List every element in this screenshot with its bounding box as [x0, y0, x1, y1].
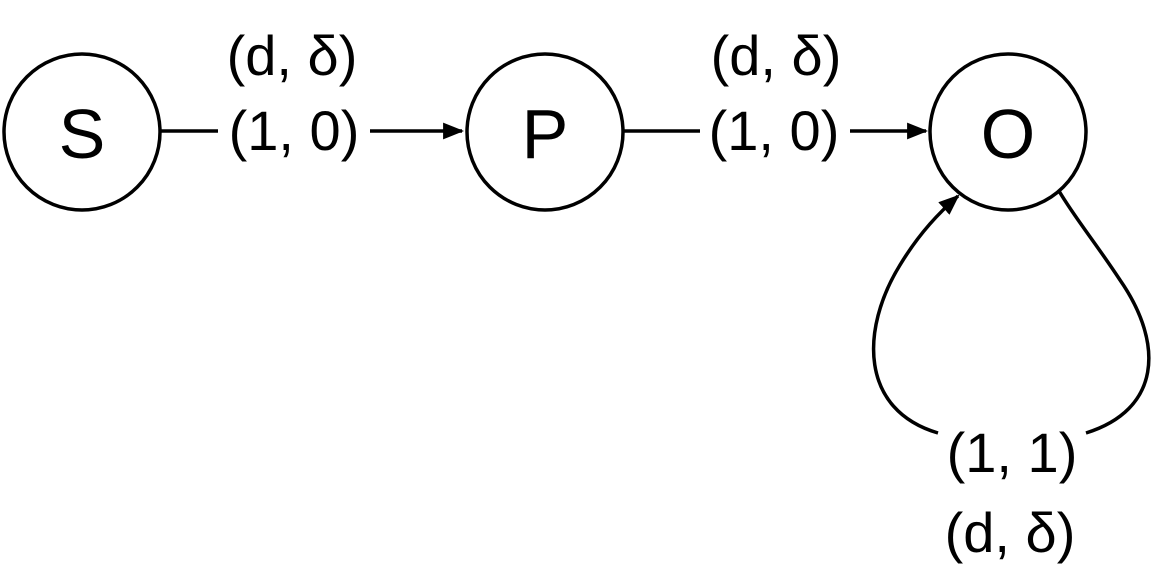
node-o-circle — [928, 52, 1088, 212]
node-s-label: S — [59, 95, 106, 173]
node-p-label: P — [522, 95, 569, 173]
node-p: P — [465, 52, 625, 212]
edge-s-to-p-label: (1, 0) — [229, 99, 360, 162]
edge-o-loop-bottom-label: (d, δ) — [945, 501, 1076, 564]
node-s-circle — [2, 52, 162, 212]
edge-p-to-o-top-label: (d, δ) — [711, 24, 842, 87]
node-o-label: O — [981, 95, 1035, 173]
edge-s-to-p: (d, δ) (1, 0) — [160, 24, 465, 162]
edge-o-loop-right-arc — [1057, 190, 1151, 435]
edge-p-to-o-label: (1, 0) — [709, 99, 840, 162]
node-s: S — [2, 52, 162, 212]
node-p-circle — [465, 52, 625, 212]
edge-o-loop: (1, 1) (d, δ) — [871, 190, 1151, 564]
edge-s-to-p-top-label: (d, δ) — [227, 24, 358, 87]
edge-p-to-o: (d, δ) (1, 0) — [624, 24, 929, 162]
node-o: O — [928, 52, 1088, 212]
edge-o-loop-left-arc — [871, 194, 960, 435]
edge-o-loop-label: (1, 1) — [947, 421, 1078, 484]
